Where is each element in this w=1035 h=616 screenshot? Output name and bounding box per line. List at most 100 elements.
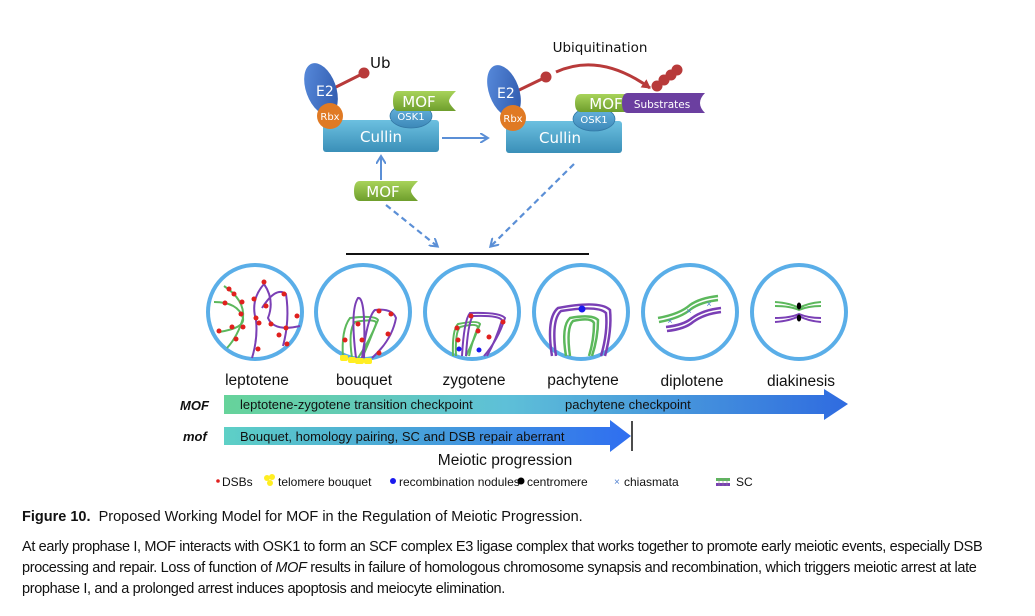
ub-icon: [358, 67, 370, 79]
purple-chromosome: [553, 307, 608, 357]
green-chromosome: [774, 305, 822, 312]
e2-label: E2: [316, 84, 334, 100]
mof-tag: [393, 91, 456, 111]
progress-arrow-shape: [224, 389, 848, 420]
figure-number: Figure 10.: [22, 509, 91, 525]
chiasmata: ×××: [667, 299, 711, 326]
telomere-bouquet: [340, 355, 372, 364]
figure-caption-title: Figure 10. Proposed Working Model for MO…: [22, 509, 1022, 525]
stage-label: leptotene: [225, 372, 289, 389]
meiotic-stages: ××× leptotene bouquet zygotene pachytene…: [206, 263, 848, 390]
dsb-dots: [342, 308, 394, 356]
purple-chromosome: [352, 297, 366, 359]
purple-chromosome: [665, 306, 722, 329]
mof-label: MOF: [402, 93, 435, 111]
mof-mutant-progress-arrow: mof Bouquet, homology pairing, SC and DS…: [183, 420, 633, 452]
legend-label: SC: [736, 475, 753, 489]
mof-wildtype-progress-arrow: MOF leptotene-zygotene transition checkp…: [180, 389, 848, 420]
green-chromosome: [454, 324, 480, 357]
svg-text:×: ×: [686, 306, 691, 316]
nucleus-circle: [641, 263, 739, 361]
osk1-label: OSK1: [580, 115, 607, 126]
green-chromosome: [567, 318, 596, 357]
cullin-label: Cullin: [539, 129, 581, 147]
stage-bouquet: [314, 263, 412, 364]
substrates-block: [622, 93, 705, 113]
figure-caption-body: At early prophase I, MOF interacts with …: [22, 537, 1022, 600]
purple-chromosome: [361, 308, 398, 359]
stage-zygotene: [423, 263, 521, 361]
row-label-mof-mutant: mof: [183, 429, 209, 444]
dashed-arrow-left: [385, 204, 437, 246]
substrates-label: Substrates: [634, 99, 690, 111]
aberration-label: Bouquet, homology pairing, SC and DSB re…: [240, 429, 565, 444]
figure-title: Proposed Working Model for MOF in the Re…: [98, 509, 583, 525]
caption-text: results in failure of homologous chromos…: [22, 560, 977, 597]
legend-label: centromere: [527, 475, 588, 489]
caption-text: At early prophase I, MOF interacts with …: [22, 539, 983, 576]
stage-leptotene: [206, 263, 304, 361]
mof-label: MOF: [589, 95, 622, 113]
stage-label: bouquet: [336, 372, 393, 389]
e2-ellipse: [487, 65, 521, 117]
purple-chromosome: [666, 310, 722, 333]
progress-arrow-shape: [224, 420, 631, 452]
free-mof-label: MOF: [366, 183, 399, 201]
legend-label: recombination nodules: [399, 475, 520, 489]
polyubiquitin-chain-icon: [651, 64, 683, 92]
centromere: [796, 314, 802, 322]
stage-diplotene: ×××: [641, 263, 739, 361]
e2-label: E2: [497, 86, 515, 102]
recombination-nodule: [578, 305, 586, 313]
legend: DSBs telomere bouquet recombination nodu…: [216, 474, 753, 489]
scf-complex-right: Ubiquitination Cullin E2 Rbx OSK1 MOF Su…: [487, 40, 705, 153]
osk1-label: OSK1: [397, 112, 424, 123]
nucleus-circle: [750, 263, 848, 361]
telomere-bouquet-legend-icon: [264, 474, 275, 486]
ubiquitination-arrow: [555, 63, 651, 90]
green-chromosome: [349, 319, 378, 359]
stage-label: zygotene: [443, 372, 506, 389]
ub-label: Ub: [370, 54, 391, 72]
green-chromosome: [657, 294, 719, 320]
stage-diakinesis: [750, 263, 848, 361]
stage-pachytene: [532, 263, 630, 361]
rbx-label: Rbx: [320, 112, 339, 123]
dsb-dots: [216, 279, 300, 352]
dashed-arrow-right: [491, 163, 575, 246]
green-chromosome: [562, 315, 600, 357]
green-chromosome: [658, 298, 719, 324]
rbx-circle: [317, 103, 343, 129]
recombination-nodule-legend-icon: [390, 478, 396, 484]
legend-label: chiasmata: [624, 475, 679, 489]
e2-ellipse: [304, 63, 338, 115]
stage-label: diakinesis: [767, 373, 835, 390]
ub-icon: [540, 71, 552, 83]
stage-label: pachytene: [547, 372, 619, 389]
axis-label-meiotic-progression: Meiotic progression: [438, 452, 572, 469]
svg-text:×: ×: [706, 299, 711, 309]
free-mof-tag: [354, 181, 418, 201]
caption-gene-name: MOF: [275, 560, 307, 576]
ubiquitination-label: Ubiquitination: [553, 40, 648, 56]
purple-chromosome: [548, 303, 612, 357]
legend-label: DSBs: [222, 475, 253, 489]
working-model-figure: Ub Cullin E2 Rbx OSK1 MOF Ubiquitination…: [180, 40, 848, 489]
stage-labels: leptotene bouquet zygotene pachytene dip…: [225, 372, 835, 390]
legend-label: telomere bouquet: [278, 475, 372, 489]
checkpoint-label-2: pachytene checkpoint: [565, 397, 691, 412]
purple-chromosome: [465, 314, 504, 357]
row-label-mof: MOF: [180, 398, 210, 413]
recombination-nodules: [456, 346, 482, 353]
scf-complex-left: Ub Cullin E2 Rbx OSK1 MOF: [304, 54, 456, 152]
centromere: [796, 302, 802, 310]
dsb-legend-icon: [216, 479, 220, 483]
ub-linker: [514, 76, 545, 94]
checkpoint-label-1: leptotene-zygotene transition checkpoint: [240, 397, 473, 412]
purple-chromosome: [774, 312, 822, 319]
sc-legend-icon: [716, 478, 730, 486]
cullin-label: Cullin: [360, 128, 402, 146]
stage-label: diplotene: [661, 373, 724, 390]
dsb-dots: [454, 313, 506, 343]
centromere-legend-icon: [517, 477, 525, 485]
